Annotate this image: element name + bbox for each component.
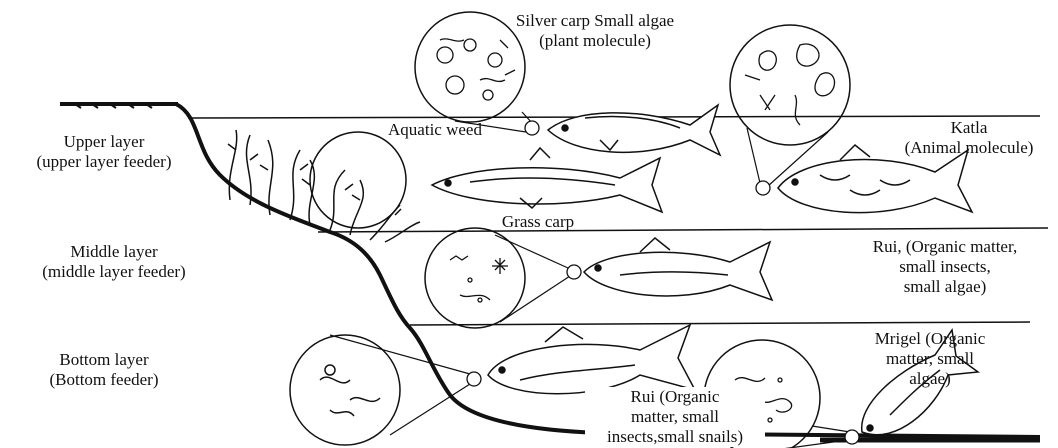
rui-bottom-label-line1: Rui (Organic <box>585 387 765 407</box>
rui-middle-fish <box>584 238 772 300</box>
upper-middle-boundary-line <box>318 228 1048 232</box>
grass-carp-label: Grass carp <box>478 212 598 232</box>
rui-bottom-label-line3: insects,small snails) <box>585 427 765 447</box>
rui-bottom-food-drawings <box>320 365 380 416</box>
bottom-layer-title: Bottom layer <box>4 350 204 370</box>
mrigel-label: Mrigel (Organic matter, small algae) <box>855 329 1005 389</box>
bottom-layer-subtitle: (Bottom feeder) <box>4 370 204 390</box>
mrigel-mouth-circle <box>845 430 859 444</box>
zooplankton-drawings <box>745 44 835 125</box>
mrigel-pointer-right <box>812 426 850 432</box>
rui-bottom-mouth-circle <box>467 372 481 386</box>
mrigel-label-line2: matter, small <box>855 349 1005 369</box>
middle-layer-title: Middle layer <box>4 242 224 262</box>
rui-bottom-label: Rui (Organic matter, small insects,small… <box>585 387 765 447</box>
silver-carp-label-line2: (plant molecule) <box>475 31 715 51</box>
katla-mouth-circle <box>756 181 770 195</box>
middle-bottom-boundary-line <box>410 322 1030 325</box>
aquatic-weed-label: Aquatic weed <box>375 120 495 140</box>
katla-food-circle <box>730 25 850 145</box>
rui-middle-food-circle <box>425 228 525 328</box>
rui-middle-mouth-circle <box>567 265 581 279</box>
katla-label-line2: (Animal molecule) <box>880 138 1058 158</box>
katla-label: Katla (Animal molecule) <box>880 118 1058 158</box>
rui-bottom-fish <box>488 325 695 394</box>
upper-layer-title: Upper layer <box>4 132 204 152</box>
upper-layer-subtitle: (upper layer feeder) <box>4 152 204 172</box>
silver-carp-fish <box>548 105 720 155</box>
rui-bottom-pointer-left <box>330 335 470 374</box>
rui-middle-food-drawings <box>450 256 508 302</box>
middle-layer-label: Middle layer (middle layer feeder) <box>4 242 224 282</box>
upper-layer-label: Upper layer (upper layer feeder) <box>4 132 204 172</box>
katla-label-line1: Katla <box>880 118 1058 138</box>
mrigel-label-line3: algae) <box>855 369 1005 389</box>
rui-middle-label-line2: small insects, <box>840 257 1050 277</box>
mrigel-label-line1: Mrigel (Organic <box>855 329 1005 349</box>
rui-middle-label: Rui, (Organic matter, small insects, sma… <box>840 237 1050 297</box>
rui-bottom-food-circle <box>290 335 400 445</box>
rui-middle-pointer-right <box>500 276 570 322</box>
rui-middle-pointer-left <box>495 235 568 268</box>
grass-carp-fish <box>432 148 662 212</box>
rui-middle-label-line1: Rui, (Organic matter, <box>840 237 1050 257</box>
silver-carp-mouth-circle <box>525 121 539 135</box>
silver-carp-label: Silver carp Small algae (plant molecule) <box>475 11 715 51</box>
rui-bottom-label-line2: matter, small <box>585 407 765 427</box>
silver-carp-label-line1: Silver carp Small algae <box>475 11 715 31</box>
middle-layer-subtitle: (middle layer feeder) <box>4 262 224 282</box>
rui-bottom-pointer-right <box>390 384 470 435</box>
rui-middle-label-line3: small algae) <box>840 277 1050 297</box>
bottom-layer-label: Bottom layer (Bottom feeder) <box>4 350 204 390</box>
